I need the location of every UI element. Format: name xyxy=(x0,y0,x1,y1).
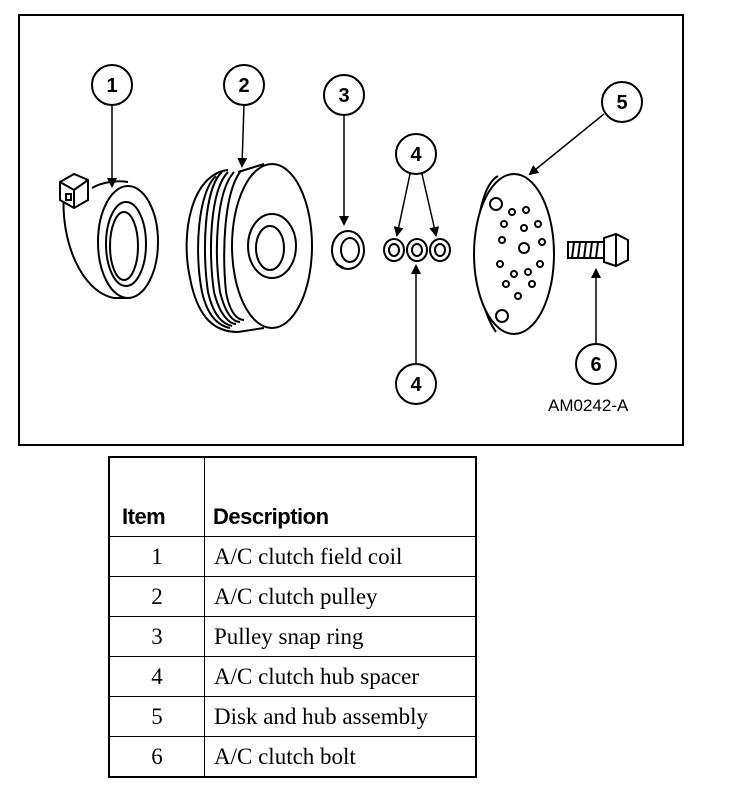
table-row: 5 Disk and hub assembly xyxy=(108,696,477,737)
item-number: 5 xyxy=(108,696,205,737)
item-number: 6 xyxy=(108,736,205,778)
callout-circles xyxy=(91,64,643,405)
pulley-part xyxy=(185,163,313,333)
item-column-header: Item xyxy=(108,456,205,537)
table-row: 4 A/C clutch hub spacer xyxy=(108,656,477,697)
figure-id-label: AM0242-A xyxy=(548,396,629,415)
callout-circle-6 xyxy=(575,343,617,385)
item-description: A/C clutch pulley xyxy=(204,576,477,617)
parts-table: Item Description 1 A/C clutch field coil… xyxy=(108,456,477,778)
callout-circle-2 xyxy=(223,64,265,106)
callout-circle-1 xyxy=(91,64,133,106)
item-number: 4 xyxy=(108,656,205,697)
item-description: Pulley snap ring xyxy=(204,616,477,657)
callout-circle-5 xyxy=(601,81,643,123)
table-row: 1 A/C clutch field coil xyxy=(108,536,477,577)
table-header-row: Item Description xyxy=(108,456,477,537)
item-number: 1 xyxy=(108,536,205,577)
callout-circle-3 xyxy=(323,74,365,116)
clutch-bolt-part xyxy=(567,232,629,268)
item-number: 2 xyxy=(108,576,205,617)
callout-label-4-bottom: 4 xyxy=(410,374,422,396)
leader-arrows xyxy=(107,103,605,364)
callout-label-4-top: 4 xyxy=(410,144,422,166)
disk-hub-part xyxy=(473,173,555,335)
callout-label-5: 5 xyxy=(616,92,627,114)
table-row: 3 Pulley snap ring xyxy=(108,616,477,657)
callout-circle-4-bottom xyxy=(395,363,437,405)
description-column-header: Description xyxy=(204,456,477,537)
field-coil-part xyxy=(59,172,159,299)
item-number: 3 xyxy=(108,616,205,657)
item-description: A/C clutch bolt xyxy=(204,736,477,778)
exploded-diagram: 1 2 3 4 4 5 6 AM0242-A xyxy=(18,14,684,446)
table-row: 2 A/C clutch pulley xyxy=(108,576,477,617)
snap-ring-part xyxy=(331,230,365,270)
callout-label-6: 6 xyxy=(590,354,601,376)
item-description: A/C clutch hub spacer xyxy=(204,656,477,697)
item-description: Disk and hub assembly xyxy=(204,696,477,737)
callout-label-2: 2 xyxy=(238,75,249,97)
hub-spacers-part xyxy=(383,238,451,262)
callout-circle-4-top xyxy=(395,133,437,175)
callout-label-3: 3 xyxy=(338,85,349,107)
diagram-canvas: 1 2 3 4 4 5 6 xyxy=(59,64,643,405)
callout-label-1: 1 xyxy=(106,75,117,97)
table-row: 6 A/C clutch bolt xyxy=(108,736,477,778)
item-description: A/C clutch field coil xyxy=(204,536,477,577)
